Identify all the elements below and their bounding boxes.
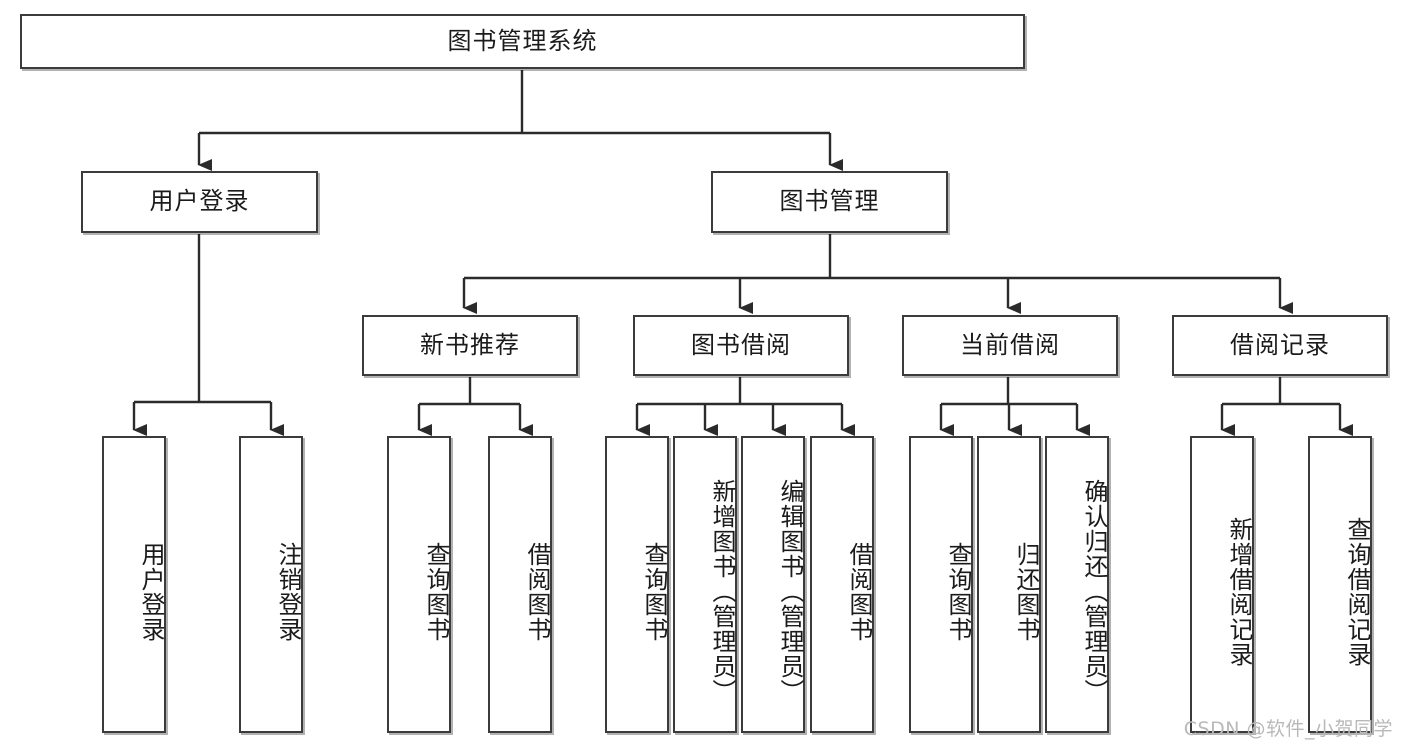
node-book-borrow-label: 图书借阅 (691, 330, 791, 359)
node-leaf-user-login-label: 用户登录 (137, 541, 165, 642)
node-leaf-add-book-label: 新增图书（管理员） (708, 479, 736, 704)
node-leaf-return-book-label: 归还图书 (1012, 541, 1040, 642)
node-leaf-query-book-2-label: 查询图书 (640, 541, 668, 642)
node-current-borrow-label: 当前借阅 (960, 330, 1060, 359)
node-leaf-edit-book-label: 编辑图书（管理员） (776, 479, 804, 704)
node-borrow-record[interactable]: 借阅记录 (1172, 315, 1388, 376)
node-leaf-borrow-book-2[interactable]: 借阅图书 (810, 436, 874, 733)
node-borrow-record-label: 借阅记录 (1230, 330, 1330, 359)
node-root-label: 图书管理系统 (447, 26, 598, 55)
node-leaf-borrow-book-2-label: 借阅图书 (845, 541, 873, 642)
node-book-manage-label: 图书管理 (779, 187, 880, 216)
node-leaf-return-book[interactable]: 归还图书 (977, 436, 1041, 733)
node-leaf-borrow-book-1[interactable]: 借阅图书 (488, 436, 552, 733)
node-leaf-add-record-label: 新增借阅记录 (1225, 516, 1253, 667)
node-leaf-query-record[interactable]: 查询借阅记录 (1308, 436, 1372, 733)
node-leaf-confirm-return-label: 确认归还（管理员） (1080, 479, 1108, 704)
node-book-borrow[interactable]: 图书借阅 (633, 315, 849, 376)
node-leaf-query-record-label: 查询借阅记录 (1343, 516, 1371, 667)
node-root[interactable]: 图书管理系统 (20, 14, 1025, 69)
node-book-manage[interactable]: 图书管理 (711, 171, 948, 233)
node-leaf-edit-book[interactable]: 编辑图书（管理员） (741, 436, 805, 733)
node-leaf-confirm-return[interactable]: 确认归还（管理员） (1045, 436, 1109, 733)
node-leaf-query-book-3[interactable]: 查询图书 (909, 436, 973, 733)
node-user-login[interactable]: 用户登录 (81, 171, 318, 233)
node-leaf-logout-login-label: 注销登录 (274, 541, 302, 642)
node-leaf-add-record[interactable]: 新增借阅记录 (1190, 436, 1254, 733)
node-leaf-query-book-3-label: 查询图书 (944, 541, 972, 642)
node-user-login-label: 用户登录 (149, 187, 250, 216)
node-leaf-logout-login[interactable]: 注销登录 (239, 436, 303, 733)
node-new-book-rec[interactable]: 新书推荐 (362, 315, 578, 376)
node-current-borrow[interactable]: 当前借阅 (902, 315, 1118, 376)
node-leaf-query-book-1-label: 查询图书 (422, 541, 450, 642)
node-new-book-rec-label: 新书推荐 (420, 330, 520, 359)
node-leaf-borrow-book-1-label: 借阅图书 (523, 541, 551, 642)
node-leaf-query-book-2[interactable]: 查询图书 (605, 436, 669, 733)
node-leaf-add-book[interactable]: 新增图书（管理员） (673, 436, 737, 733)
node-leaf-user-login[interactable]: 用户登录 (102, 436, 166, 733)
node-leaf-query-book-1[interactable]: 查询图书 (387, 436, 451, 733)
